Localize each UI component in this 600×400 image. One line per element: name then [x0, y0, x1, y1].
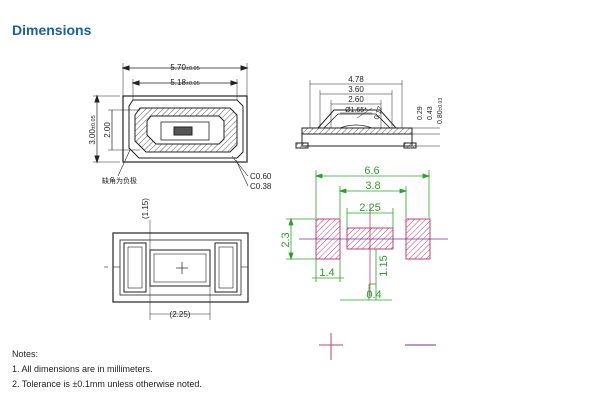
side-width-1: 4.78 [348, 75, 364, 84]
footprint-total-width: 6.6 [364, 165, 379, 177]
footprint [286, 170, 448, 301]
side-height-2: 0.43 [427, 106, 434, 120]
footprint-side-pad-width: 1.4 [319, 267, 334, 279]
side-width-3: 2.60 [348, 95, 364, 104]
footprint-center-pad: 2.25 [359, 202, 380, 214]
polarity-label: 缺角为负极 [102, 176, 137, 185]
notes: Notes: 1. All dimensions are in millimet… [12, 347, 202, 392]
side-width-5: 0.17 [373, 105, 384, 120]
side-view [295, 80, 440, 149]
notes-heading: Notes: [12, 349, 39, 359]
footprint-center-pad-height: 1.15 [378, 255, 390, 276]
side-width-4: Ø1.65* [345, 107, 367, 114]
legend-marks [319, 333, 436, 360]
page-title: Dimensions [12, 22, 92, 38]
top-view [93, 63, 249, 187]
side-height-1: 0.29 [417, 106, 424, 120]
side-height-3: 0.80±0.03 [437, 98, 444, 124]
note-item: 1. All dimensions are in millimeters. [12, 364, 153, 374]
bottom-pad-height: (1.15) [141, 198, 150, 219]
note-item: 2. Tolerance is ±0.1mm unless otherwise … [12, 379, 202, 389]
side-width-2: 3.60 [348, 85, 364, 94]
bottom-pad-width: (2.25) [170, 310, 191, 319]
bottom-view [104, 220, 249, 320]
footprint-pad-height: 2.3 [280, 232, 292, 247]
footprint-gap: 0.4 [366, 289, 381, 301]
top-overall-width: 5.70±0.05 [170, 63, 199, 72]
chamfer-inner-label: C0.38 [250, 182, 272, 191]
top-inner-width: 5.18±0.05 [170, 78, 199, 87]
footprint-center-span: 3.8 [365, 180, 380, 192]
chamfer-outer-label: C0.60 [250, 172, 272, 181]
top-inner-height: 2.00 [103, 122, 112, 138]
top-overall-height: 3.00±0.05 [88, 115, 97, 144]
